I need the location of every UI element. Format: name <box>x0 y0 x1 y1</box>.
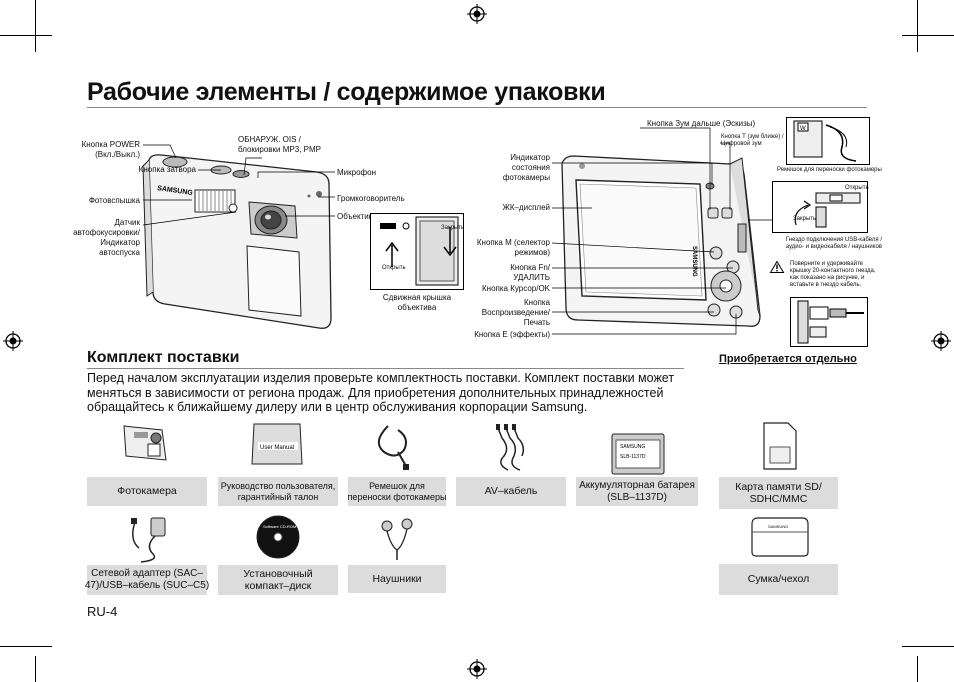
label-power-button: Кнопка POWER (Вкл./Выкл.) <box>81 140 140 159</box>
case-brand-text: SAMSUNG <box>768 524 788 529</box>
adapter-thumbnail <box>131 517 166 563</box>
crop-mark <box>917 0 918 52</box>
label-flash: Фотовспышка <box>88 196 140 205</box>
label-mode-button: Кнопка M (селектор режимов) <box>476 238 550 257</box>
crop-mark <box>0 35 52 36</box>
registration-mark-bottom <box>467 659 487 679</box>
label-af-sensor: Датчик автофокусировки/ Индикатор автосп… <box>73 218 140 257</box>
item-memory-card: Карта памяти SD/ SDHC/MMC <box>719 477 838 509</box>
label-status-led: Индикатор состояния фотокамеры <box>502 153 550 182</box>
label-microphone: Микрофон <box>337 168 376 177</box>
label-effects-button: Кнопка E (эффекты) <box>474 330 550 339</box>
item-battery: Аккумуляторная батарея (SLB–1137D) <box>576 477 698 506</box>
item-adapter: Сетевой адаптер (SAC– 47)/USB–кабель (SU… <box>85 565 209 595</box>
earphones-thumbnail <box>381 518 413 560</box>
page-title: Рабочие элементы / содержимое упаковки <box>87 78 606 106</box>
label-jack-open: Открыть <box>845 185 869 191</box>
label-zoom-t: Кнопка Т (зум ближе) / Цифровой зум <box>721 134 784 147</box>
item-earphones: Наушники <box>348 565 446 593</box>
item-strap: Ремешок для переноски фотокамеры <box>348 477 446 506</box>
battery-label-text: SLB-1137D <box>620 454 646 460</box>
case-thumbnail: SAMSUNG <box>751 517 809 557</box>
av-cable-thumbnail <box>496 424 525 471</box>
crop-mark <box>35 0 36 52</box>
label-lcd: ЖК–дисплей <box>502 203 550 212</box>
title-divider <box>87 107 867 108</box>
camera-thumbnail <box>123 425 167 461</box>
registration-mark-left <box>3 331 23 351</box>
label-shutter-button: Кнопка затвора <box>138 165 196 174</box>
label-playback-button: Кнопка Воспроизведение/ Печать <box>481 298 550 327</box>
crop-mark <box>35 656 36 682</box>
battery-brand-text: SAMSUNG <box>620 444 645 450</box>
label-strap-eyelet: Ремешок для переноски фотокамеры <box>777 167 882 173</box>
label-zoom-w: Кнопка Зум дальше (Эскизы) <box>647 119 756 128</box>
cd-thumbnail: Software CD-ROM <box>256 515 300 559</box>
memory-card-thumbnail <box>763 422 797 470</box>
crop-mark <box>902 646 954 647</box>
item-cd: Установочный компакт–диск <box>218 565 338 595</box>
label-fn-button: Кнопка Fn/ УДАЛИТЬ <box>510 263 550 282</box>
package-intro: Перед началом эксплуатации изделия прове… <box>87 371 675 414</box>
camera-front-illustration: SAMSUNG <box>142 154 332 329</box>
label-cover-open: Открыть <box>382 265 406 271</box>
cable-insert-detail <box>790 297 868 347</box>
label-jack-close: Закрыть <box>793 216 817 222</box>
crop-mark <box>902 35 954 36</box>
label-cover-close: Закрыть <box>441 225 465 231</box>
package-section-divider <box>87 368 684 369</box>
registration-mark-top <box>467 4 487 24</box>
crop-mark <box>917 656 918 682</box>
item-manual: Руководство пользователя, гарантийный та… <box>218 477 338 506</box>
item-av-cable: AV–кабель <box>456 477 566 506</box>
label-lens-cover: Сдвижная крышка объектива <box>382 293 452 312</box>
lens-cover-detail <box>370 213 464 290</box>
camera-brand-text: SAMSUNG <box>157 185 194 197</box>
item-camera: Фотокамера <box>87 477 207 506</box>
package-section-title: Комплект поставки <box>87 349 240 366</box>
page-number: RU-4 <box>87 604 118 619</box>
manual-cover-text: User Manual <box>260 445 294 451</box>
label-ois: ОБНАРУЖ. OIS / блокировки MP3, PMP <box>238 135 321 154</box>
strap-thumbnail <box>377 425 409 470</box>
camera-back-illustration: SAMSUNG <box>561 155 761 327</box>
cd-label-text: Software CD-ROM <box>263 524 296 529</box>
registration-mark-right <box>931 331 951 351</box>
battery-thumbnail: SAMSUNG SLB-1137D <box>611 433 665 475</box>
label-cursor-button: Кнопка Курсор/OK <box>482 284 550 293</box>
manual-thumbnail: User Manual <box>251 423 303 465</box>
warning-text: Поверните и удерживайте крышку 20-контак… <box>790 261 876 288</box>
crop-mark <box>0 646 52 647</box>
svg-text:SAMSUNG: SAMSUNG <box>691 246 697 277</box>
item-case: Сумка/чехол <box>719 564 838 595</box>
label-usb-jack: Гнездо подключения USB-кабеля / аудио- и… <box>785 237 882 250</box>
label-speaker: Громкоговоритель <box>337 194 405 203</box>
strap-detail: W <box>786 117 870 165</box>
warning-icon <box>769 260 785 273</box>
jack-cover-detail <box>772 181 868 233</box>
svg-text:W: W <box>800 126 806 132</box>
optional-section-title: Приобретается отдельно <box>719 353 857 365</box>
label-lens: Объектив <box>337 212 373 221</box>
